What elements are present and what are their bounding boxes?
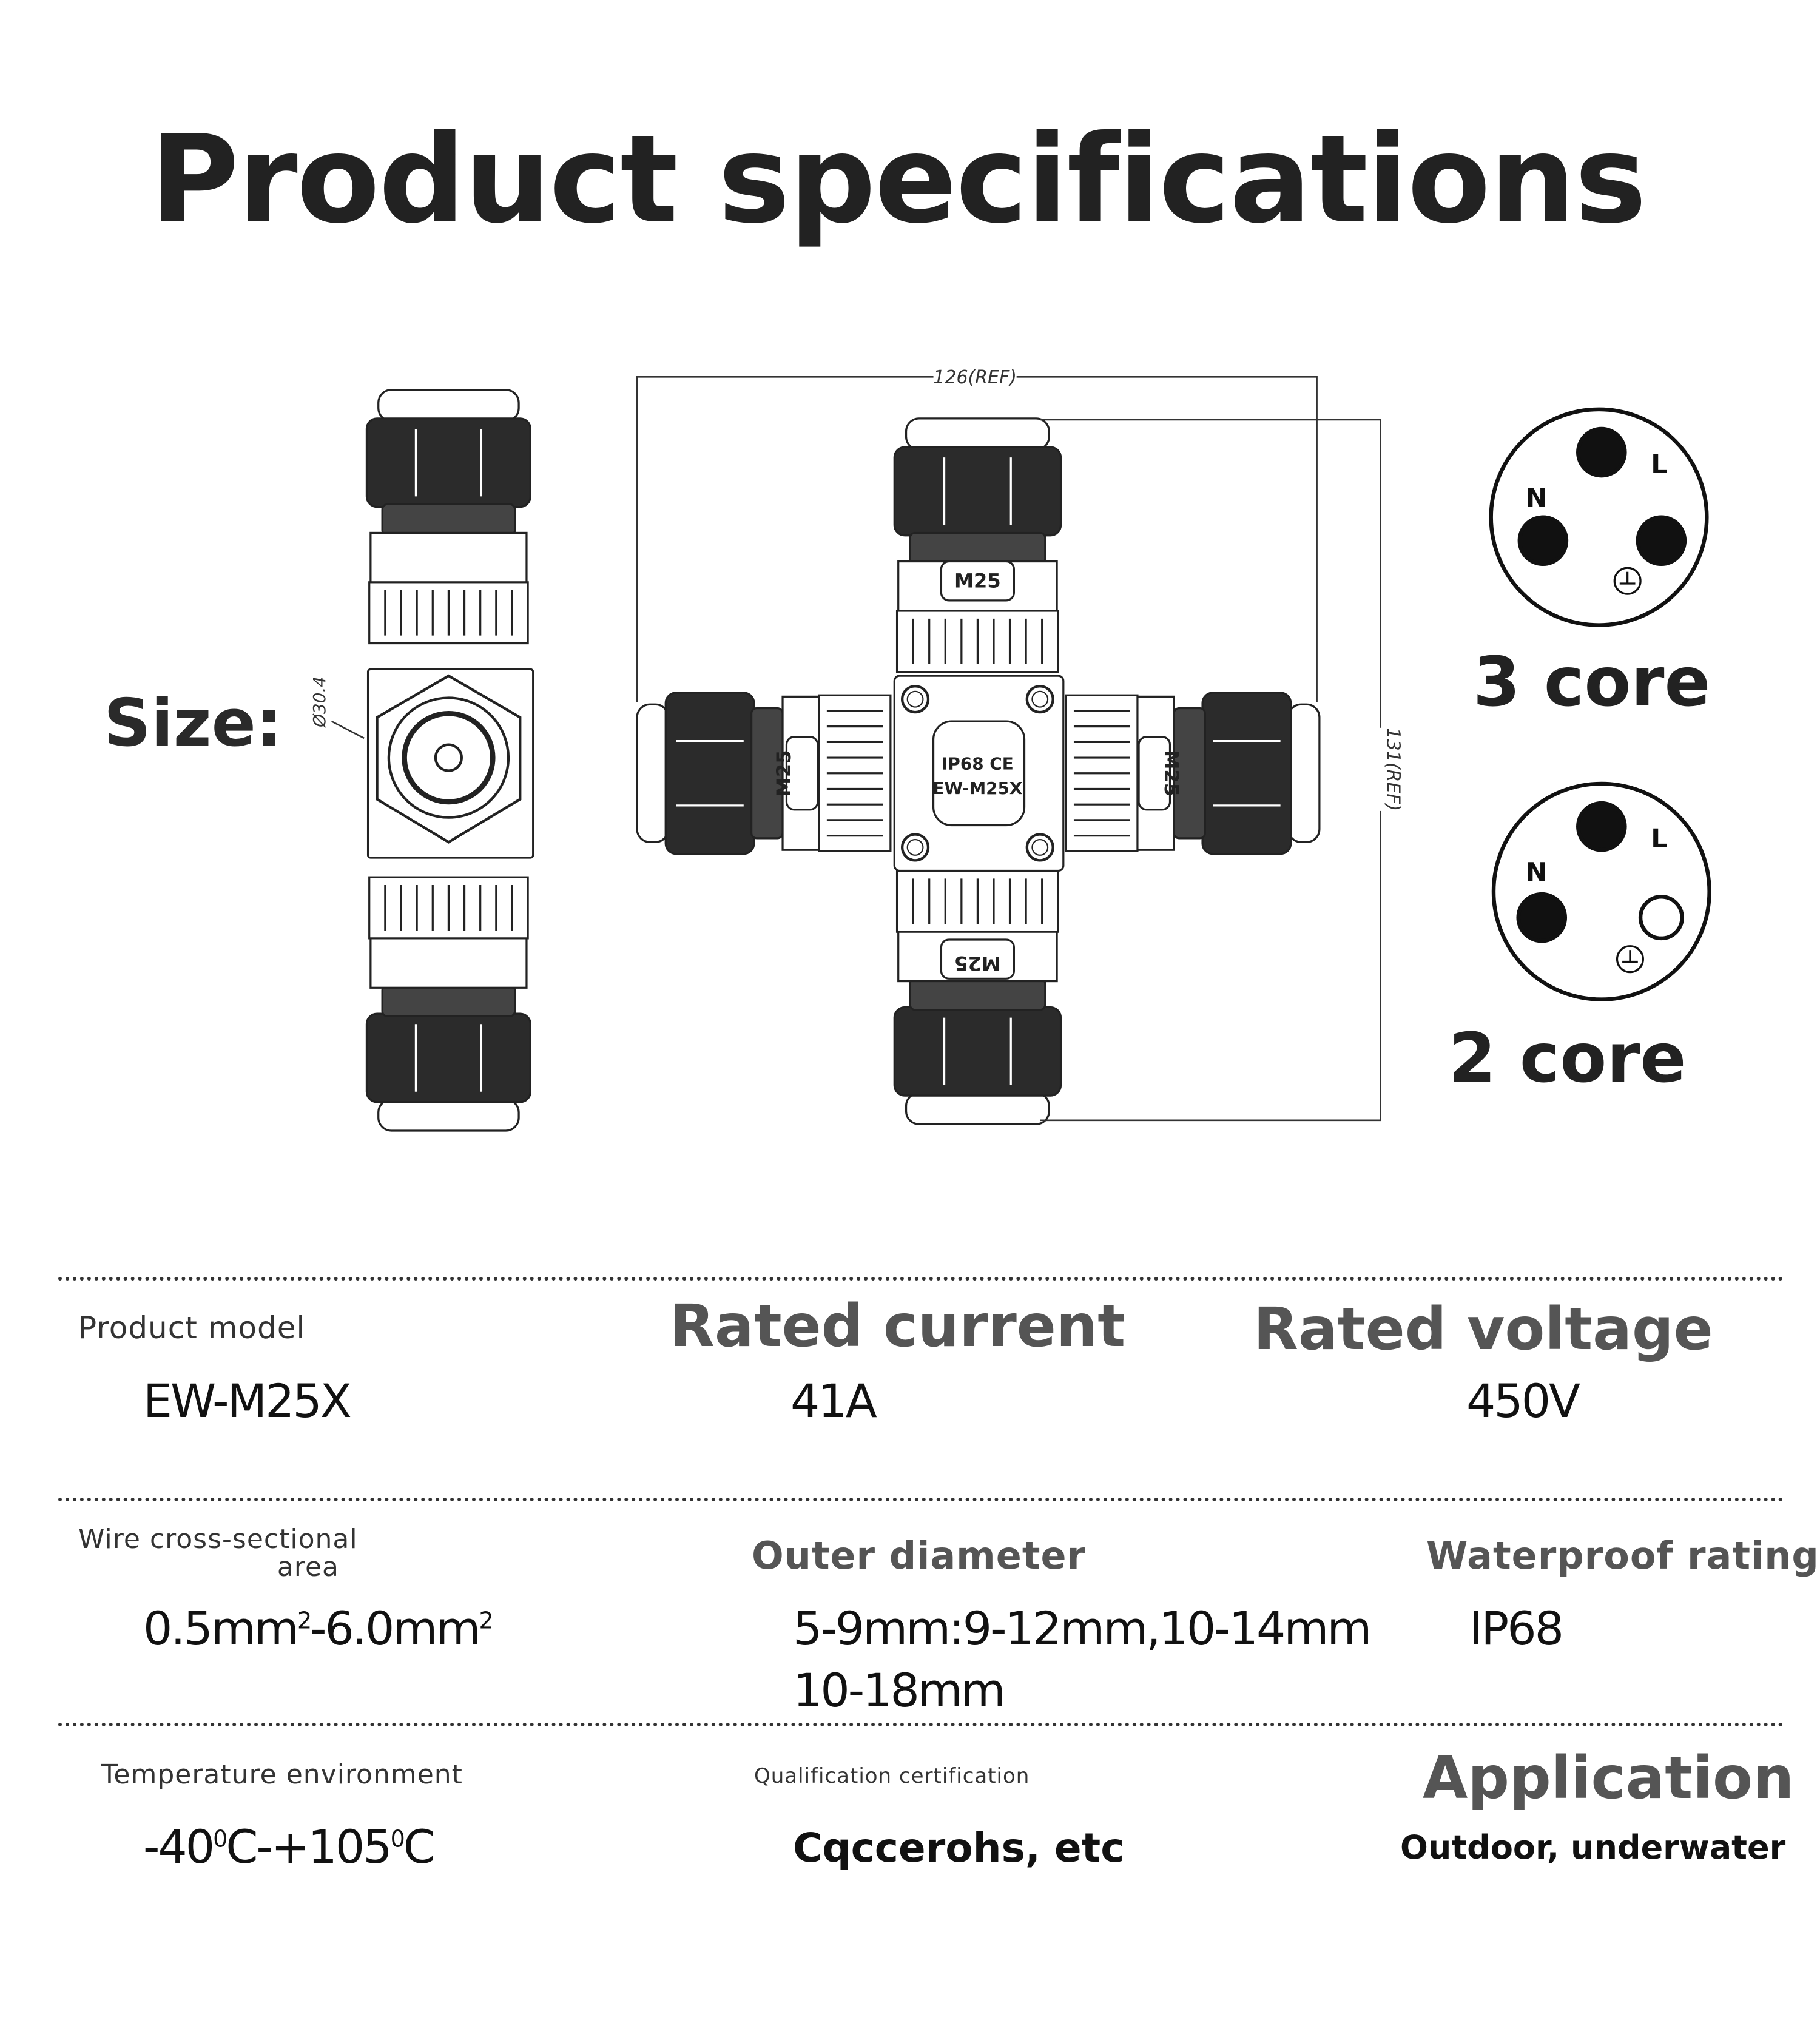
certification-value: Cqccerohs, etc [793, 1825, 1125, 1871]
temp-max: C-+105 [226, 1820, 392, 1874]
product-model-label: Product model [78, 1310, 306, 1345]
degree: 0 [213, 1825, 228, 1853]
body-model-marking: EW-M25X [932, 778, 1022, 798]
wire-area-min: 0.5mm [143, 1601, 299, 1655]
waterproof-value: IP68 [1469, 1601, 1564, 1655]
band [369, 531, 528, 586]
core-label-2: 2 core [1449, 1019, 1687, 1098]
degree: 0 [390, 1825, 405, 1853]
application-value: Outdoor, underwater [1400, 1828, 1786, 1866]
outer-diameter-label: Outer diameter [752, 1533, 1087, 1578]
divider [58, 1723, 1784, 1726]
thread [909, 977, 1046, 1011]
pin-n [1516, 892, 1568, 943]
wire-area-label-line2: area [277, 1552, 339, 1583]
label-plate [1138, 736, 1171, 811]
divider [58, 1498, 1784, 1501]
pin-l-label: L [1651, 449, 1667, 480]
pin-n-label: N [1526, 483, 1548, 514]
waterproof-label: Waterproof rating [1426, 1533, 1819, 1578]
end-cap [377, 389, 520, 422]
body-marking: IP68 CE [942, 753, 1014, 773]
label-plate [785, 736, 819, 811]
cross-view-connector [636, 417, 1321, 1125]
height-dimension: 131(REF) [1382, 728, 1403, 812]
port-label-bottom: M25 [954, 952, 1001, 975]
thread [381, 984, 516, 1018]
end-cap [636, 703, 670, 843]
port-label-left: M25 [772, 750, 795, 796]
port-label-right: M25 [1160, 750, 1183, 796]
rated-voltage-value: 450V [1466, 1374, 1580, 1428]
temp-min: -40 [143, 1820, 215, 1874]
pinout-3-core [1489, 407, 1709, 627]
pin-l-label: L [1651, 824, 1667, 854]
wire-area-value: 0.5mm2-6.0mm2 [143, 1601, 494, 1655]
pin-empty [1638, 895, 1684, 941]
outer-diameter-value-2: 10-18mm [793, 1663, 1006, 1717]
rated-voltage-label: Rated voltage [1253, 1295, 1713, 1363]
cable-nut [365, 417, 531, 508]
cable-nut [664, 692, 755, 855]
core-label-3: 3 core [1473, 643, 1711, 722]
temperature-value: -400C-+1050C [143, 1820, 436, 1874]
product-model-value: EW-M25X [143, 1374, 352, 1428]
cable-nut [893, 1006, 1062, 1097]
end-cap [1287, 703, 1321, 843]
superscript: 2 [297, 1607, 312, 1634]
pin-n [1517, 515, 1569, 567]
end-cap [377, 1098, 520, 1132]
band [369, 934, 528, 989]
rated-current-value: 41A [790, 1374, 877, 1428]
size-label: Size: [104, 685, 283, 761]
pinout-2-core [1491, 781, 1711, 1001]
pin-3 [1636, 515, 1687, 567]
certification-label: Qualification certification [754, 1764, 1030, 1788]
pin-l [1576, 801, 1627, 852]
outer-diameter-value-1: 5-9mm:9-12mm,10-14mm [793, 1601, 1372, 1655]
width-dimension: 126(REF) [933, 367, 1017, 388]
superscript: 2 [479, 1607, 493, 1634]
temp-unit: C [403, 1820, 436, 1874]
application-label: Application [1423, 1744, 1795, 1812]
marking-plate [932, 720, 1026, 827]
end-cap [905, 417, 1050, 451]
port-label-top: M25 [954, 569, 1001, 592]
diameter-dimension: Ø30.4 [309, 676, 329, 728]
page-title: Product specifications [150, 109, 1647, 251]
divider [58, 1277, 1784, 1281]
rated-current-label: Rated current [670, 1292, 1126, 1360]
wire-area-max: -6.0mm [310, 1601, 480, 1655]
side-view-connector [365, 389, 534, 1132]
cable-nut [893, 446, 1062, 537]
label-plate [940, 560, 1016, 602]
cable-nut [1201, 692, 1292, 855]
wire-area-label-line1: Wire cross-sectional [78, 1524, 358, 1555]
thread [381, 503, 516, 537]
cable-nut [365, 1012, 531, 1103]
temperature-label: Temperature environment [101, 1759, 463, 1790]
end-cap [905, 1092, 1050, 1125]
pin-n-label: N [1526, 858, 1548, 888]
thread [909, 531, 1046, 565]
label-plate [940, 938, 1016, 980]
pin-l [1576, 426, 1627, 478]
